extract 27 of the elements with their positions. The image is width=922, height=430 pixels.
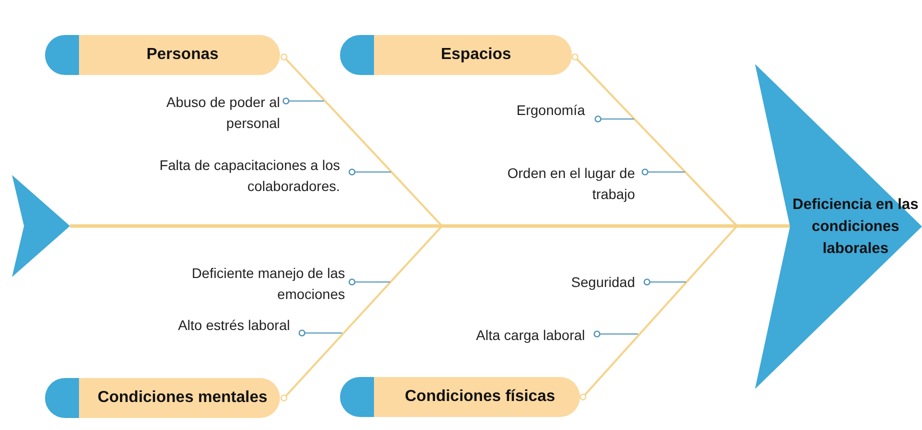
category-box: Condiciones físicas [340,377,580,417]
cause-label: Abuso de poder al personal [140,92,280,134]
cause-label: Alta carga laboral [445,325,585,346]
leader-line [594,116,634,122]
leader-line [282,98,324,104]
leader-line [642,168,686,176]
cause-label: Alto estrés laboral [150,315,290,336]
spine-line [70,224,790,228]
leader-line [644,278,686,286]
cause-label: Falta de capacitaciones a los colaboradores. [150,155,340,197]
category-box: Espacios [340,35,572,75]
cause-label: Ergonomía [495,100,585,121]
leader-line [348,168,392,176]
cause-label: Deficiente manejo de las emociones [165,263,345,305]
category-box: Personas [45,35,280,75]
leader-line [298,330,342,336]
tail-chevron [12,175,70,277]
bone-line [580,225,738,400]
cause-label: Orden en el lugar de trabajo [485,163,635,205]
bone-line [280,225,443,402]
bone-line [572,54,738,227]
bone-line [280,54,443,227]
effect-arrow-head: Deficiencia en las condiciones laborales [755,64,922,389]
leader-line [348,278,390,286]
category-box: Condiciones mentales [45,378,280,418]
leader-line [594,330,638,338]
cause-label: Seguridad [545,272,635,293]
